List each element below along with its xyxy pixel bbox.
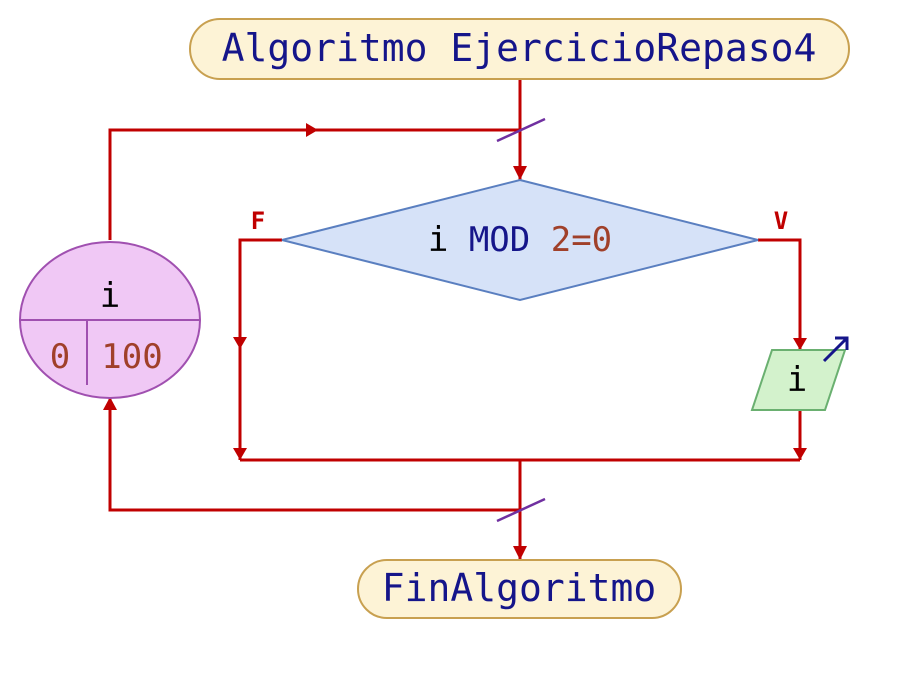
decision-var: i bbox=[428, 220, 448, 260]
connector-false-branch bbox=[238, 238, 282, 460]
loop-slash-top bbox=[496, 117, 546, 143]
arrow-merge-left-down bbox=[233, 448, 247, 460]
start-terminal-label: Algoritmo EjercicioRepaso4 bbox=[222, 26, 817, 70]
decision-node: i MOD 2=0 F V bbox=[251, 178, 788, 302]
output-node: i bbox=[750, 336, 849, 411]
end-terminal-shape bbox=[357, 559, 682, 619]
loop-from-value: 0 bbox=[50, 337, 70, 377]
connector-loop-bottom bbox=[108, 398, 520, 512]
arrow-merge-right-down bbox=[793, 448, 807, 460]
output-shape bbox=[750, 349, 847, 411]
arrow-into-loop-bottom bbox=[103, 397, 117, 410]
loop-node: i 0 100 bbox=[19, 241, 201, 399]
connector-loop-top bbox=[108, 128, 520, 240]
decision-false-label: F bbox=[251, 207, 265, 235]
start-terminal-shape bbox=[189, 18, 850, 80]
decision-rhs: 2=0 bbox=[551, 220, 612, 260]
flow-lines bbox=[108, 80, 802, 560]
loop-variable: i bbox=[100, 276, 120, 316]
arrow-loop-top-right bbox=[306, 123, 318, 137]
end-terminal-label: FinAlgoritmo bbox=[382, 566, 657, 610]
end-terminal: FinAlgoritmo bbox=[357, 559, 682, 619]
loop-to-value: 100 bbox=[101, 337, 162, 377]
arrow-into-end bbox=[513, 546, 527, 560]
loop-slash-markers bbox=[496, 117, 546, 523]
connector-true-branch bbox=[758, 238, 802, 350]
output-arrow-icon bbox=[822, 336, 849, 363]
arrow-into-output bbox=[793, 338, 807, 350]
decision-operator: MOD bbox=[469, 220, 530, 260]
start-terminal: Algoritmo EjercicioRepaso4 bbox=[189, 18, 850, 80]
decision-condition: i MOD 2=0 bbox=[428, 220, 612, 260]
arrow-false-branch-down bbox=[233, 337, 247, 349]
output-text: i bbox=[787, 360, 807, 400]
arrow-into-decision bbox=[513, 166, 527, 180]
arrowheads bbox=[103, 123, 807, 560]
loop-slash-bottom bbox=[496, 497, 546, 523]
decision-shape bbox=[281, 178, 759, 302]
decision-true-label: V bbox=[774, 207, 788, 235]
